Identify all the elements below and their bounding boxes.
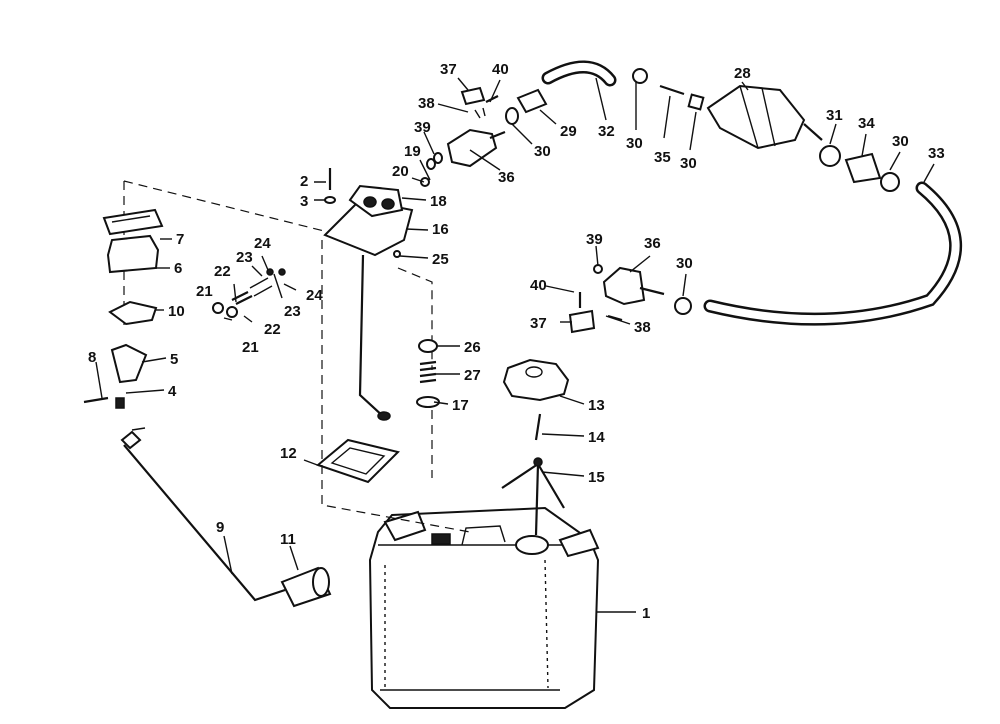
callout-33: 33 (928, 145, 945, 162)
callout-22b: 22 (264, 321, 281, 338)
callout-1: 1 (642, 605, 650, 622)
callout-2: 2 (300, 173, 308, 190)
callout-30e: 30 (676, 255, 693, 272)
leader-lines (95, 77, 935, 613)
callout-27: 27 (464, 367, 481, 384)
callout-40a: 40 (492, 61, 509, 78)
callout-15: 15 (588, 469, 605, 486)
callout-6: 6 (174, 260, 182, 277)
callout-17: 17 (452, 397, 469, 414)
callout-32: 32 (598, 123, 615, 140)
callout-36b: 36 (644, 235, 661, 252)
callout-23b: 23 (284, 303, 301, 320)
callout-22a: 22 (214, 263, 231, 280)
callout-7: 7 (176, 231, 184, 248)
callout-labels: 1 2 3 4 5 6 7 8 9 10 11 12 13 14 15 16 1… (88, 61, 945, 622)
callout-18: 18 (430, 193, 447, 210)
callout-14: 14 (588, 429, 605, 446)
callout-30b: 30 (626, 135, 643, 152)
primer-bulb-assembly (632, 68, 900, 315)
callout-24a: 24 (254, 235, 271, 252)
callout-34: 34 (858, 115, 875, 132)
callout-26: 26 (464, 339, 481, 356)
callout-3: 3 (300, 193, 308, 210)
callout-40b: 40 (530, 277, 547, 294)
callout-5: 5 (170, 351, 178, 368)
callout-30a: 30 (534, 143, 551, 160)
callout-10: 10 (168, 303, 185, 320)
callout-31: 31 (826, 107, 843, 124)
callout-9: 9 (216, 519, 224, 536)
fuel-tank (368, 506, 600, 709)
callout-35: 35 (654, 149, 671, 166)
callout-4: 4 (168, 383, 177, 400)
callout-8: 8 (88, 349, 96, 366)
callout-39a: 39 (414, 119, 431, 136)
callout-11: 11 (280, 531, 296, 548)
callout-21a: 21 (196, 283, 213, 300)
callout-38a: 38 (418, 95, 435, 112)
callout-25: 25 (432, 251, 449, 268)
tank-fitting-assembly (212, 158, 440, 421)
callout-21b: 21 (242, 339, 259, 356)
upper-connector-assembly (433, 86, 548, 168)
callout-24b: 24 (306, 287, 323, 304)
callout-28: 28 (734, 65, 751, 82)
callout-19: 19 (404, 143, 421, 160)
gauge-parts (83, 208, 332, 608)
callout-36a: 36 (498, 169, 515, 186)
callout-13: 13 (588, 397, 605, 414)
callout-30c: 30 (680, 155, 697, 172)
callout-20: 20 (392, 163, 409, 180)
lower-connector-assembly (568, 264, 665, 334)
callout-16: 16 (432, 221, 449, 238)
callout-39b: 39 (586, 231, 603, 248)
callout-23a: 23 (236, 249, 253, 266)
callout-12: 12 (280, 445, 297, 462)
callout-37b: 37 (530, 315, 547, 332)
tank-gasket (315, 438, 400, 484)
callout-30d: 30 (892, 133, 909, 150)
callout-38b: 38 (634, 319, 651, 336)
callout-37a: 37 (440, 61, 457, 78)
fuel-hoses (541, 60, 963, 326)
callout-29: 29 (560, 123, 577, 140)
